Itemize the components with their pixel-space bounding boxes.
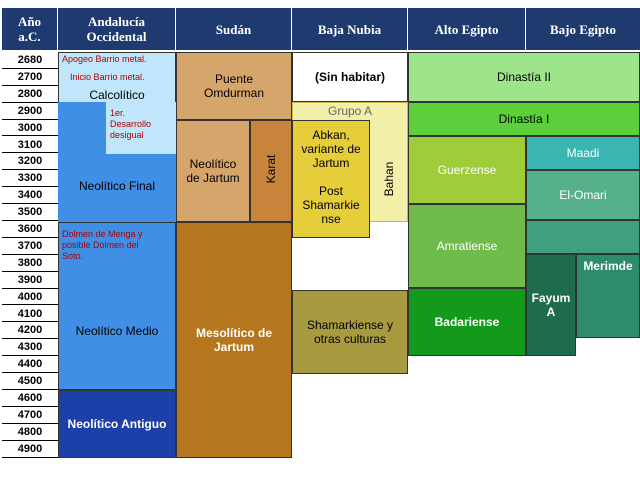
bahan-label: Bahan: [382, 161, 396, 197]
abkan-block: [292, 120, 370, 238]
year-label: 2900: [2, 102, 58, 120]
year-label: 3900: [2, 271, 58, 289]
desarrollo-notch: [106, 102, 176, 154]
abkan-label: Abkan, variante de Jartum: [301, 128, 361, 170]
year-label: 4500: [2, 373, 58, 390]
teal-band: [526, 220, 640, 254]
year-label: 4300: [2, 339, 58, 357]
year-label: 3300: [2, 170, 58, 188]
maadi-block: Maadi: [526, 136, 640, 170]
neolitico-final-label: Neolítico Final: [78, 179, 156, 193]
karat-block: [250, 120, 292, 222]
header-alto-egipto: Alto Egipto: [408, 8, 526, 50]
neolitico-jartum-block: Neolítico de Jartum: [176, 120, 250, 222]
inicio-label: Inicio Barrio metal.: [70, 72, 145, 82]
year-label: 3000: [2, 119, 58, 137]
post-shamarkiense-label: Post Shamarkie nse: [302, 184, 360, 226]
year-label: 4800: [2, 423, 58, 441]
year-label: 3500: [2, 204, 58, 221]
merimde-block: Merimde: [576, 254, 640, 338]
puente-omdurman-block: Puente Omdurman: [176, 52, 292, 120]
amratiense-block: Amratiense: [408, 204, 526, 288]
year-label: 4400: [2, 356, 58, 374]
dolmen-label: Dolmen de Menga y posible Dolmen del Sot…: [62, 229, 143, 261]
year-label: 2800: [2, 85, 58, 103]
year-label: 4900: [2, 440, 58, 458]
dinastia-ii-block: Dinastía II: [408, 52, 640, 102]
year-label: 2700: [2, 68, 58, 86]
mesolitico-jartum-block: Mesolítico de Jartum: [176, 222, 292, 458]
year-label: 3800: [2, 254, 58, 272]
grupo-a-label: Grupo A: [327, 104, 373, 118]
neolitico-medio-label: Neolítico Medio: [75, 324, 159, 338]
header-andalucia: Andalucía Occidental: [58, 8, 176, 50]
year-label: 3600: [2, 221, 58, 238]
calcolitico-label: Calcolítico: [89, 88, 145, 102]
year-label: 2680: [2, 52, 58, 69]
shamarkiense-block: Shamarkiense y otras culturas: [292, 290, 408, 374]
year-label: 3400: [2, 187, 58, 205]
header-sudan: Sudán: [176, 8, 292, 50]
neolitico-antiguo-block: Neolítico Antiguo: [58, 390, 176, 458]
dinastia-i-block: Dinastía I: [408, 102, 640, 136]
el-omari-block: El-Omari: [526, 170, 640, 220]
badariense-block: Badariense: [408, 288, 526, 356]
year-label: 4100: [2, 305, 58, 323]
year-label: 4000: [2, 288, 58, 306]
desarrollo-label: 1er. Desarrollo desigual: [110, 108, 152, 140]
sin-habitar-block: (Sin habitar): [292, 52, 408, 102]
neolitico-medio-block: [58, 222, 176, 390]
header-year: Año a.C.: [2, 8, 58, 50]
year-label: 3200: [2, 153, 58, 171]
year-label: 4200: [2, 322, 58, 340]
header-bajo-egipto: Bajo Egipto: [526, 8, 640, 50]
fayum-block: Fayum A: [526, 254, 576, 356]
guerzense-block: Guerzense: [408, 136, 526, 204]
header-baja-nubia: Baja Nubia: [292, 8, 408, 50]
karat-label: Karat: [264, 154, 278, 184]
year-label: 4700: [2, 406, 58, 424]
year-label: 3100: [2, 136, 58, 154]
year-label: 3700: [2, 237, 58, 255]
apogeo-label: Apogeo Barrio metal.: [62, 54, 147, 64]
year-label: 4600: [2, 390, 58, 407]
